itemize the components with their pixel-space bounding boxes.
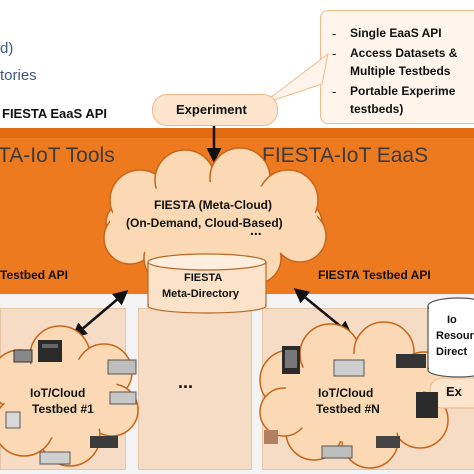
testbedn-line1: IoT/Cloud (318, 386, 374, 400)
server-n-device-icon (416, 392, 438, 418)
testbed1-cloud-fill (4, 358, 120, 438)
eaas-title: FIESTA-IoT EaaS (262, 144, 429, 167)
metadirectory-line2: Meta-Directory (162, 288, 240, 300)
chip-device-icon (264, 430, 278, 444)
laptop-device-icon (39, 451, 71, 465)
metacloud-line1: FIESTA (Meta-Cloud) (154, 198, 272, 212)
resource-dir-line3: Direct (436, 346, 468, 358)
experiment-label: Experiment (176, 102, 247, 117)
laptop-n-device-icon (321, 445, 353, 459)
tools-title: TA-IoT Tools (0, 144, 115, 167)
camera-device-icon (5, 411, 21, 429)
right-experiment-label: Ex (446, 384, 462, 399)
testbed1-line1: IoT/Cloud (30, 386, 86, 400)
phone-device-icon (282, 346, 300, 374)
testbed-panel-middle (138, 308, 252, 470)
board-device-icon (90, 436, 118, 448)
server-device-icon (38, 340, 62, 362)
callout-pointer (261, 52, 329, 105)
middle-dots: ... (178, 372, 194, 392)
sensor-node-icon (13, 349, 33, 363)
router-device-icon (107, 359, 137, 375)
callout-title: Single EaaS API (350, 26, 442, 40)
metacloud-dots: ... (250, 222, 262, 238)
experiment-box (152, 94, 278, 126)
testbed1-arrow (71, 290, 129, 338)
testbed-api-left: Testbed API (0, 268, 69, 282)
panel-device-icon (333, 359, 365, 377)
resource-dir-line2: Resour (436, 330, 474, 342)
testbed-api-right: FIESTA Testbed API (318, 268, 431, 282)
metadirectory-line1: FIESTA (184, 272, 223, 284)
meta-directory-cylinder (147, 253, 267, 314)
callout-bullet-2: - (332, 46, 337, 61)
testbedn-cloud-fill (284, 354, 424, 442)
testbed1-line2: Testbed #1 (32, 402, 94, 416)
gateway-device-icon (109, 391, 137, 405)
testbedn-line2: Testbed #N (316, 402, 380, 416)
resource-dir-line1: Io (447, 314, 457, 326)
meta-cloud-fill (110, 182, 318, 262)
router-n-device-icon (396, 354, 426, 368)
top-left-text-2: tories (0, 67, 37, 84)
band-top-strip (0, 128, 474, 138)
callout-item1-a: Access Datasets & (350, 46, 458, 60)
callout-item1-b: Multiple Testbeds (350, 64, 451, 78)
metacloud-line2: (On-Demand, Cloud-Based) (126, 216, 283, 230)
callout-bullet-1: - (332, 26, 337, 41)
callout-bullet-3: - (332, 84, 337, 99)
top-left-text-1: d) (0, 40, 14, 57)
resource-directory-cylinder (427, 297, 474, 378)
eaas-api-label: FIESTA EaaS API (2, 106, 107, 121)
sensor-n-device-icon (376, 436, 400, 448)
callout-item2-a: Portable Experime (350, 84, 456, 98)
callout-item2-b: testbeds) (350, 102, 404, 116)
eaas-callout (320, 10, 474, 124)
